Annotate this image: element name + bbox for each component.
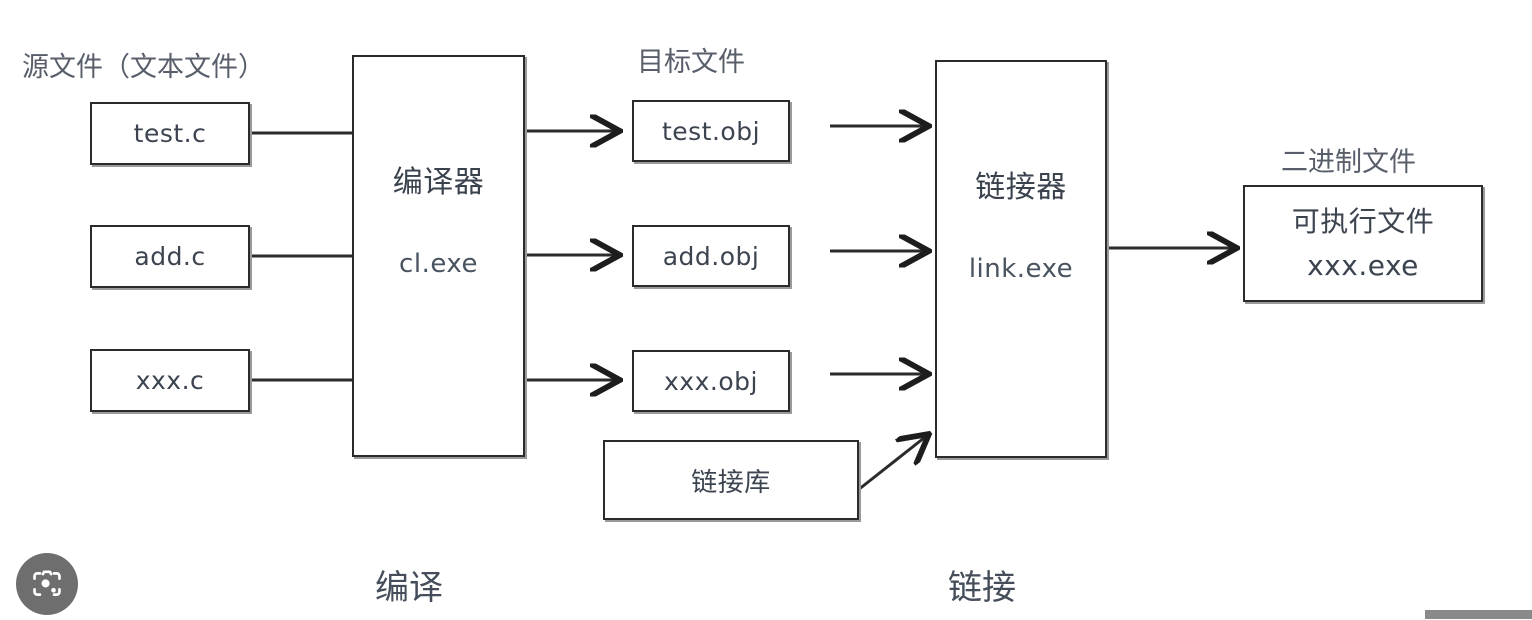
node-executable[interactable]: 可执行文件 xxx.exe bbox=[1243, 185, 1483, 302]
caption-source-files: 源文件（文本文件） bbox=[22, 52, 265, 83]
node-label: 链接库 bbox=[691, 467, 771, 498]
node-label: add.obj bbox=[662, 241, 760, 271]
link-library-to-linker bbox=[857, 434, 929, 492]
node-link-library[interactable]: 链接库 bbox=[603, 440, 859, 520]
node-linker[interactable]: 链接器 link.exe bbox=[935, 60, 1107, 458]
node-object-add-obj[interactable]: add.obj bbox=[632, 225, 790, 287]
node-source-add-c[interactable]: add.c bbox=[90, 225, 250, 288]
node-compiler[interactable]: 编译器 cl.exe bbox=[352, 55, 525, 457]
caption-binary-file: 二进制文件 bbox=[1281, 147, 1416, 178]
node-label: xxx.obj bbox=[664, 366, 758, 396]
horizontal-scrollbar-thumb[interactable] bbox=[1425, 610, 1532, 619]
node-label: xxx.c bbox=[135, 366, 205, 395]
linker-title: 链接器 bbox=[975, 170, 1067, 205]
compiler-title: 编译器 bbox=[392, 165, 485, 200]
linker-program: link.exe bbox=[968, 254, 1074, 284]
node-source-test-c[interactable]: test.c bbox=[90, 102, 250, 165]
node-label: test.obj bbox=[661, 116, 761, 146]
lens-icon bbox=[33, 570, 61, 596]
executable-label: 可执行文件 bbox=[1291, 205, 1435, 239]
node-object-test-obj[interactable]: test.obj bbox=[632, 100, 790, 162]
node-source-xxx-c[interactable]: xxx.c bbox=[90, 349, 250, 412]
lens-aperture-icon bbox=[41, 579, 50, 588]
node-label: add.c bbox=[134, 242, 206, 271]
lens-dot-icon bbox=[51, 587, 56, 593]
stage-label-compile: 编译 bbox=[375, 568, 443, 608]
google-lens-button[interactable] bbox=[16, 553, 78, 615]
node-label: test.c bbox=[133, 119, 207, 148]
executable-filename: xxx.exe bbox=[1307, 248, 1419, 282]
stage-label-link: 链接 bbox=[948, 568, 1016, 608]
node-object-xxx-obj[interactable]: xxx.obj bbox=[632, 350, 790, 412]
caption-object-files: 目标文件 bbox=[637, 47, 745, 78]
compiler-program: cl.exe bbox=[399, 249, 478, 279]
